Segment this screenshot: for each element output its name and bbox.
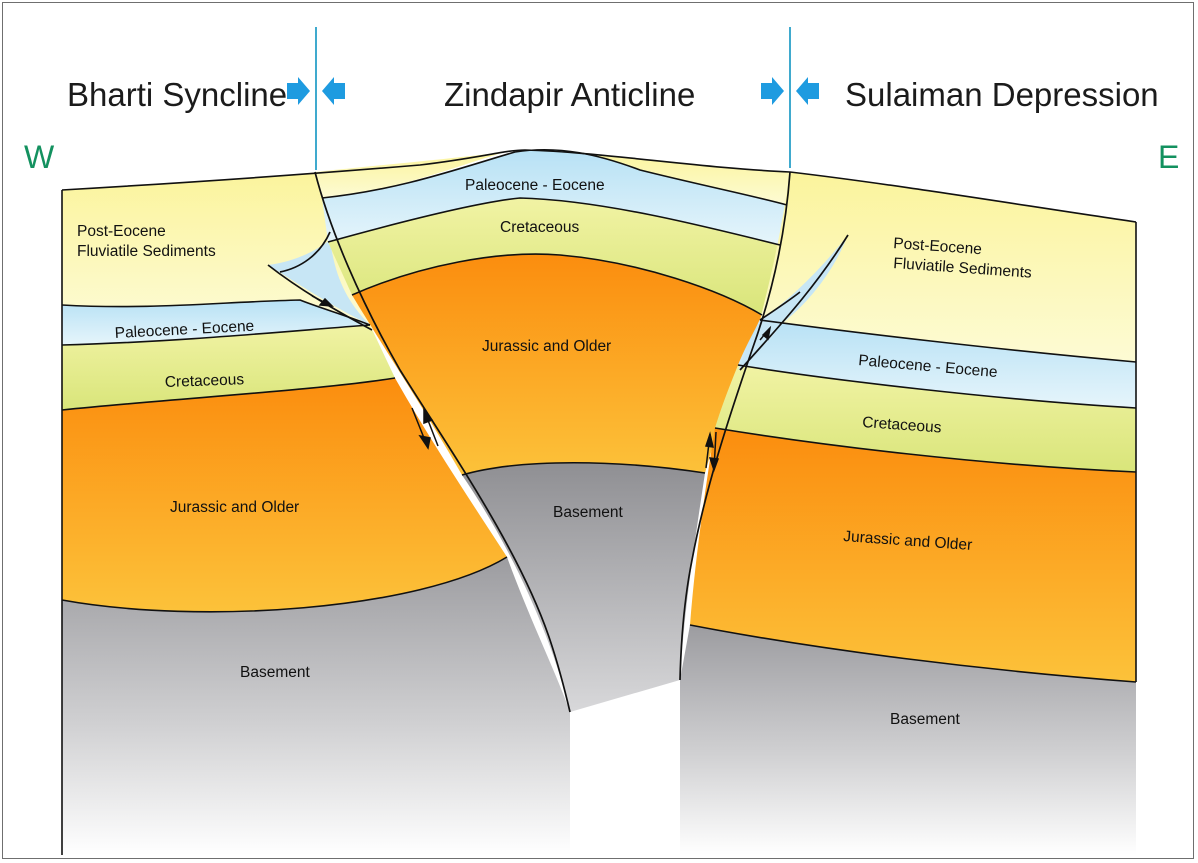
label-basement-center: Basement — [553, 504, 623, 521]
label-paleocene-center: Paleocene - Eocene — [465, 177, 605, 194]
label-basement-east: Basement — [890, 711, 960, 728]
label-post-eocene-west-2: Fluviatile Sediments — [77, 243, 216, 260]
label-cretaceous-center: Cretaceous — [500, 219, 580, 236]
label-post-eocene-west: Post-Eocene — [77, 223, 166, 240]
region-title-west: Bharti Syncline — [67, 76, 287, 113]
label-jurassic-center: Jurassic and Older — [482, 338, 611, 355]
label-cretaceous-west: Cretaceous — [165, 371, 245, 391]
label-basement-west: Basement — [240, 664, 310, 681]
label-jurassic-west: Jurassic and Older — [170, 499, 299, 516]
region-title-center: Zindapir Anticline — [444, 76, 695, 113]
region-title-east: Sulaiman Depression — [845, 76, 1159, 113]
direction-east: E — [1158, 139, 1179, 175]
direction-west: W — [24, 139, 55, 175]
